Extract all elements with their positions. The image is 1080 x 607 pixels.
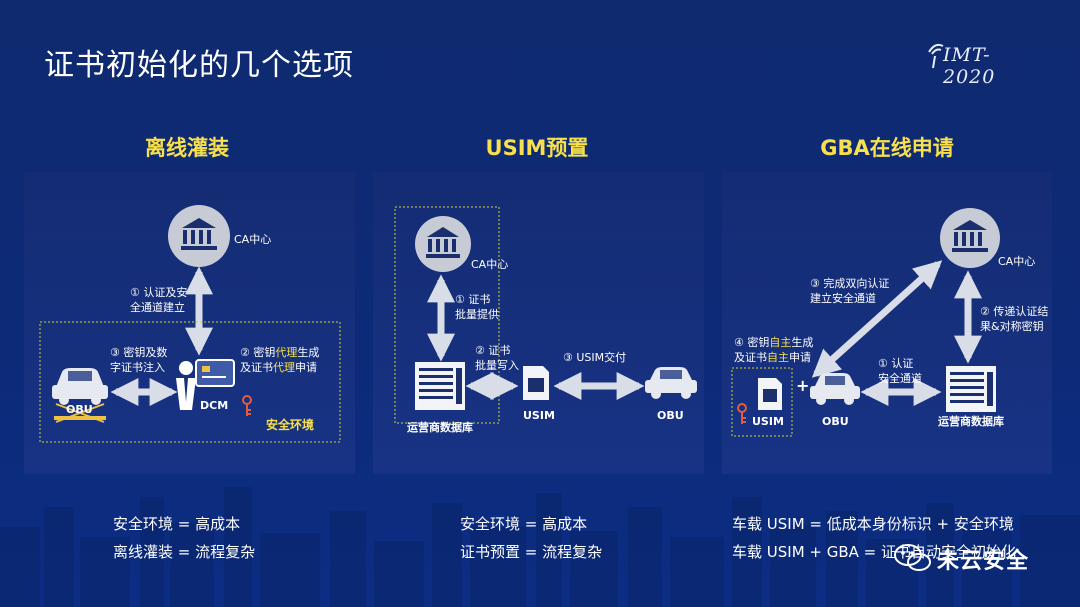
step1-label: ① 证书批量提供 (455, 293, 499, 321)
column-title-gba: GBA在线申请 (820, 136, 954, 160)
car-icon (52, 368, 108, 405)
credit-card-icon (195, 359, 235, 387)
step3-label: ③ 完成双向认证建立安全通道 (810, 277, 890, 305)
arrow-obu-ca (811, 260, 943, 378)
ca-db-box (394, 206, 500, 424)
step2-label: ② 密钥代理生成 及证书代理申请 (240, 346, 320, 374)
ca-bank-icon (168, 205, 230, 267)
step4-label: ④ 密钥自主生成 及证书自主申请 (734, 336, 814, 364)
watermark: 未云安全 (893, 540, 1063, 580)
secure-env-box (39, 321, 341, 443)
usim-label: USIM (752, 415, 784, 428)
panel-gba: CA中心 ③ 完成双向认证建立安全通道 ② 传递认证结果&对称密钥 ④ 密钥自主… (722, 172, 1052, 474)
ca-bank-icon (940, 208, 1000, 268)
step1-label: ① 认证及安全通道建立 (130, 286, 188, 314)
server-icon (946, 366, 996, 412)
ca-label: CA中心 (234, 233, 272, 246)
step3-label: ③ USIM交付 (563, 351, 627, 364)
ca-label: CA中心 (998, 255, 1036, 268)
ca-bank-icon (415, 216, 471, 272)
column-title-offline: 离线灌装 (145, 136, 229, 160)
key-icon (737, 403, 747, 424)
car-icon (645, 367, 697, 399)
logo-text: IMT-2020 (943, 44, 996, 88)
obu-label: OBU (657, 409, 684, 422)
usim-box (731, 367, 793, 437)
obu-label: OBU (822, 415, 849, 428)
person-icon (176, 361, 196, 410)
step1-label: ① 认证安全通道 (878, 357, 922, 385)
step3-label: ③ 密钥及数字证书注入 (110, 346, 168, 374)
watermark-text: 未云安全 (937, 549, 1030, 574)
signal-icon (928, 43, 944, 68)
wechat-icon (894, 544, 931, 571)
imt2020-logo: IMT-2020 (925, 38, 1035, 88)
slide-title: 证书初始化的几个选项 (44, 48, 354, 83)
city-skyline (0, 487, 1080, 607)
dcm-label: DCM (200, 399, 229, 412)
obu-bracket-icon (54, 403, 106, 423)
key-icon (242, 395, 252, 416)
obu-label: OBU (66, 403, 93, 416)
step2-label: ② 传递认证结果&对称密钥 (980, 305, 1049, 333)
column-title-usim: USIM预置 (485, 136, 589, 160)
sim-card-icon (758, 378, 782, 410)
step2-label: ② 证书批量写入 (475, 344, 519, 372)
ca-label: CA中心 (471, 258, 509, 271)
plus-sign: + (796, 376, 810, 395)
panel-offline: CA中心 ① 认证及安全通道建立 ③ 密钥及数字证书注入 ② 密钥代理生成 及证… (24, 172, 355, 474)
car-icon (810, 373, 860, 405)
summary-gba: 车载 USIM = 低成本身份标识 + 安全环境车载 USIM + GBA = … (732, 515, 1017, 561)
summary-usim: 安全环境 = 高成本证书预置 = 流程复杂 (460, 515, 603, 561)
secure-env-label: 安全环境 (266, 418, 315, 432)
db-label: 运营商数据库 (938, 415, 1004, 428)
sim-card-icon (523, 366, 549, 400)
db-label: 运营商数据库 (407, 421, 473, 434)
usim-label: USIM (523, 409, 555, 422)
summary-offline: 安全环境 = 高成本离线灌装 = 流程复杂 (113, 515, 256, 561)
panel-usim: CA中心 ① 证书批量提供 ② 证书批量写入 ③ USIM交付 运营商数据库 U… (373, 172, 704, 474)
server-icon (415, 362, 465, 410)
